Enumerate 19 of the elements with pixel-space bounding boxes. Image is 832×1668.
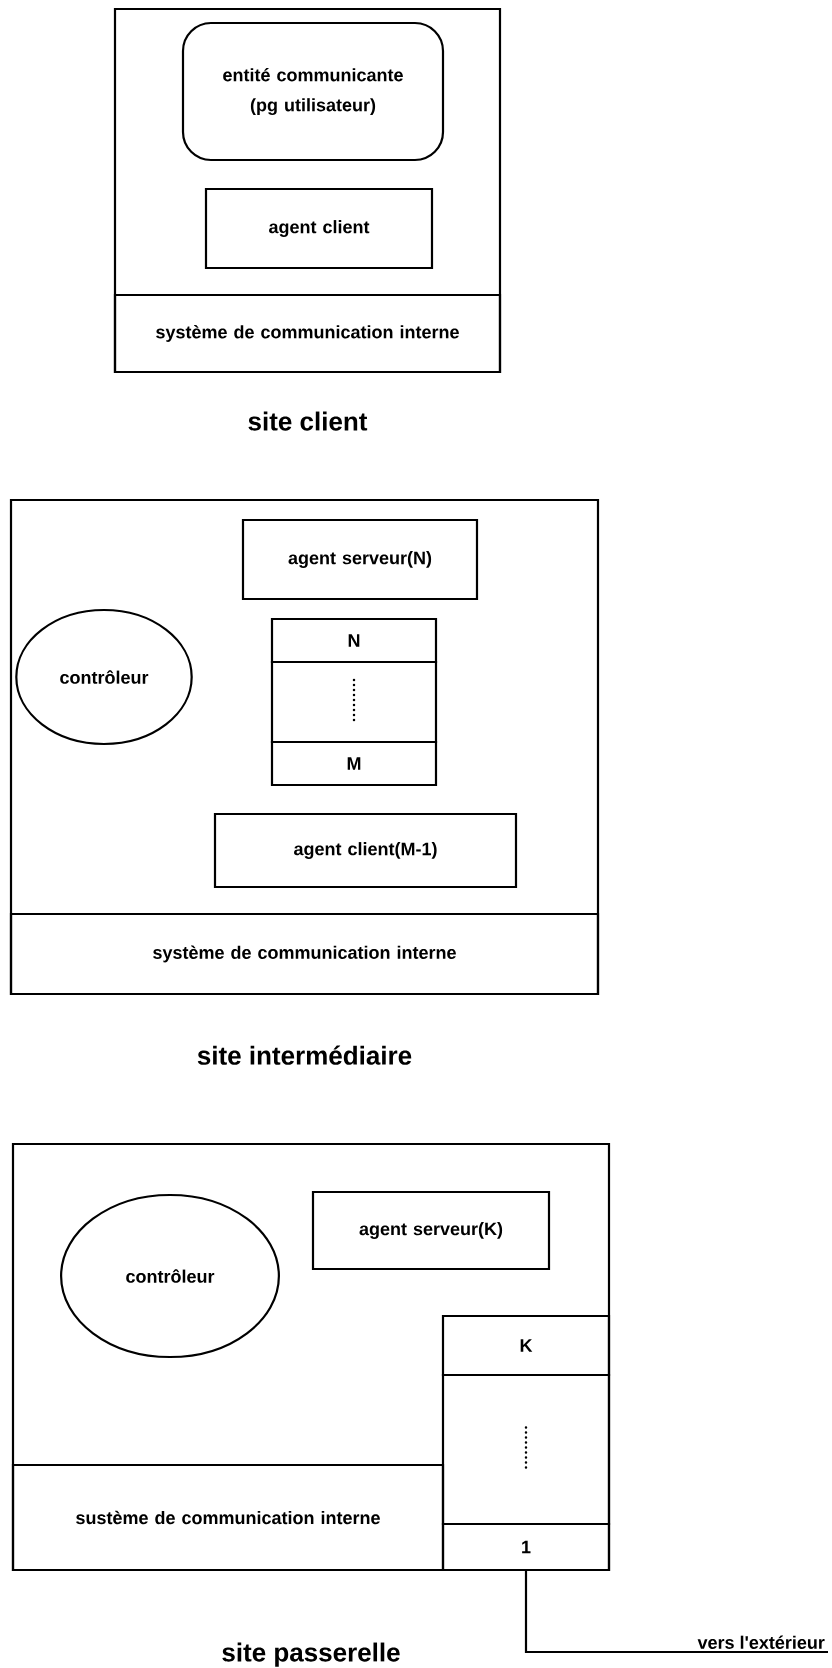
stack-cell [270, 660, 438, 744]
stack-cell: M [270, 740, 438, 787]
node-label: site intermédiaire [197, 1045, 412, 1065]
stack-cell: K [441, 1314, 611, 1377]
agent-box: agent client(M-1) [213, 812, 518, 889]
communication-band: système de communication interne [9, 912, 600, 996]
connector-line [524, 1571, 828, 1654]
agent-box: agent serveur(N) [241, 518, 479, 601]
free-text: vers l'extérieur [697, 1635, 825, 1649]
node-label: site passerelle [222, 1642, 400, 1667]
node-label: site client [248, 411, 368, 431]
communication-band: sustème de communication interne [11, 1463, 445, 1572]
stack-cell: 1 [441, 1522, 611, 1572]
agent-box: agent client [204, 187, 434, 270]
stack-cell [441, 1373, 611, 1526]
communication-band: système de communication interne [113, 293, 502, 374]
agent-box: agent serveur(K) [311, 1190, 551, 1271]
entity-box: entité communicante (pg utilisateur) [181, 21, 445, 162]
stack-cell: N [270, 617, 438, 664]
